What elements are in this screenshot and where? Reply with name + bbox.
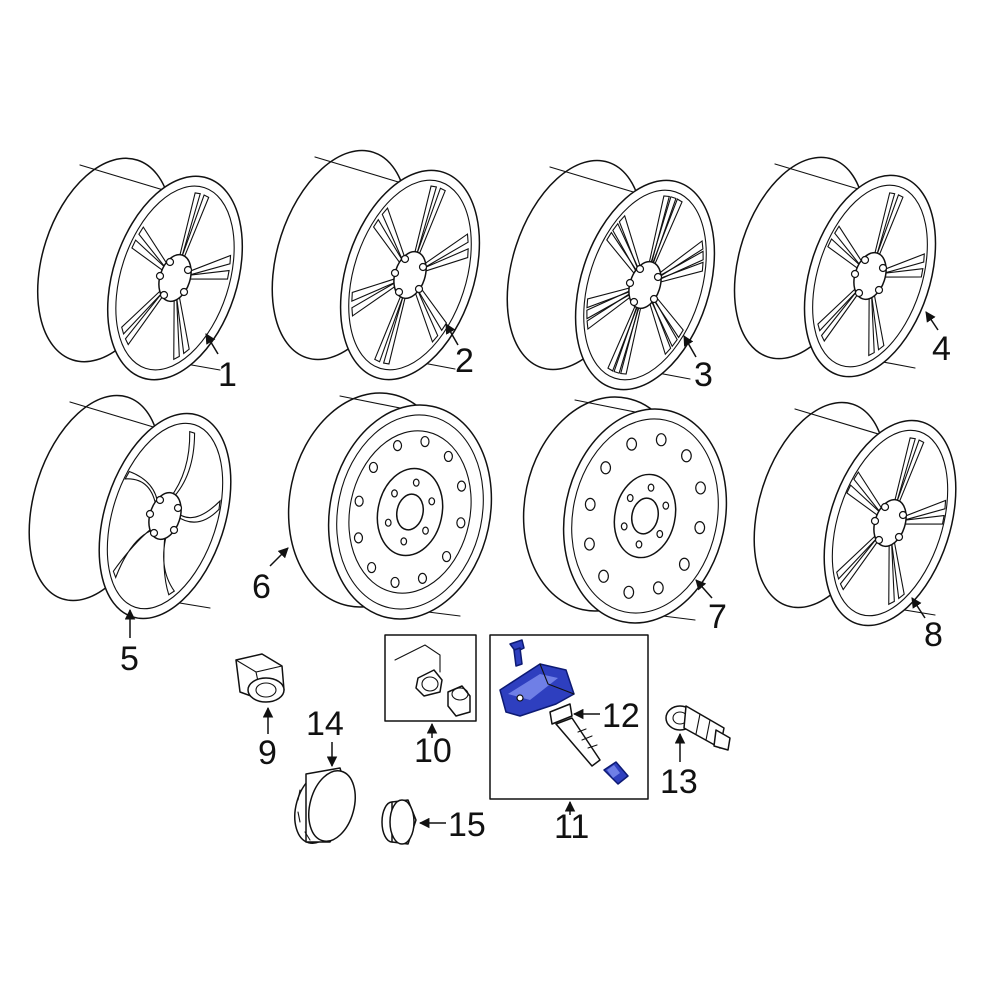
- wheel-hole: [626, 437, 638, 451]
- wheel-spoke: [112, 525, 156, 580]
- wheel-hole: [598, 569, 609, 583]
- wheel-hole: [635, 540, 643, 549]
- wheel-4-alloy[interactable]: [711, 141, 959, 394]
- callout-1[interactable]: 1: [218, 356, 237, 394]
- lug-nut[interactable]: [235, 653, 285, 703]
- callout-11[interactable]: 11: [554, 808, 589, 846]
- tpms-valve-stem[interactable]: [549, 703, 601, 767]
- wheel-hole: [456, 480, 467, 492]
- callout-2[interactable]: 2: [455, 342, 474, 380]
- wheel-3-alloy[interactable]: [483, 143, 740, 407]
- wheel-hole: [655, 433, 667, 447]
- tpms-sensor[interactable]: [499, 639, 575, 717]
- callout-15[interactable]: 15: [448, 806, 486, 844]
- callout-13[interactable]: 13: [660, 763, 698, 801]
- wheel-7-steel[interactable]: [504, 382, 745, 639]
- wheel-hole: [662, 501, 670, 510]
- wheel-spoke: [168, 430, 196, 500]
- wheel-hole: [695, 481, 706, 495]
- wheel-hole: [420, 435, 430, 448]
- wheel-hole: [391, 489, 398, 498]
- wheel-hole: [400, 537, 408, 546]
- callout-6[interactable]: 6: [252, 568, 271, 606]
- wheel-hole: [456, 517, 466, 529]
- wheel-hole: [353, 532, 364, 544]
- callout-12[interactable]: 12: [602, 697, 640, 735]
- wheel-hole: [694, 521, 706, 535]
- wheel-hole: [652, 581, 664, 595]
- wheel-hole: [681, 449, 692, 463]
- wheel-hole: [392, 440, 403, 452]
- valve-stem[interactable]: [665, 705, 731, 751]
- wheel-hole: [384, 518, 392, 527]
- tpms-valve-cap[interactable]: [603, 761, 629, 785]
- wheel-hole: [600, 461, 612, 475]
- wheel-hole: [623, 585, 635, 599]
- wheel-hole: [367, 561, 377, 574]
- wheel-5-alloy[interactable]: [5, 379, 255, 636]
- wheel-2-alloy[interactable]: [248, 133, 505, 397]
- wheel-hole: [678, 557, 690, 571]
- small-center-cap[interactable]: [381, 799, 417, 845]
- callout-5[interactable]: 5: [120, 640, 139, 678]
- wheel-1-alloy[interactable]: [14, 141, 267, 397]
- callout-10[interactable]: 10: [414, 732, 452, 770]
- wheel-hole: [412, 478, 420, 487]
- callout-7[interactable]: 7: [708, 598, 727, 636]
- wheel-spoke: [163, 529, 176, 596]
- callout-14[interactable]: 14: [306, 705, 344, 743]
- callout-3[interactable]: 3: [694, 356, 713, 394]
- wheel-hole: [584, 537, 595, 551]
- wheel-lock-kit[interactable]: [394, 644, 471, 717]
- wheel-hole: [417, 572, 428, 584]
- wheel-spoke: [124, 470, 159, 511]
- wheel-spoke: [175, 499, 221, 523]
- wheel-hole: [390, 576, 400, 589]
- wheel-hole: [422, 526, 429, 535]
- wheel-hole: [626, 493, 634, 503]
- wheel-hole: [354, 495, 364, 507]
- callout-4[interactable]: 4: [932, 330, 951, 368]
- wheel-hole: [620, 522, 628, 531]
- wheel-6-steel[interactable]: [269, 378, 510, 635]
- wheel-hole: [441, 550, 452, 563]
- callout-9[interactable]: 9: [258, 734, 277, 772]
- wheel-8-alloy[interactable]: [730, 386, 980, 643]
- wheel-hole: [443, 450, 453, 463]
- callout-8[interactable]: 8: [924, 616, 943, 654]
- wheel-hole: [584, 497, 596, 511]
- wheel-hole: [656, 529, 664, 539]
- wheel-hole: [368, 461, 379, 474]
- wheel-hole: [428, 497, 436, 506]
- center-cap[interactable]: [287, 766, 362, 849]
- wheel-hole: [647, 483, 655, 492]
